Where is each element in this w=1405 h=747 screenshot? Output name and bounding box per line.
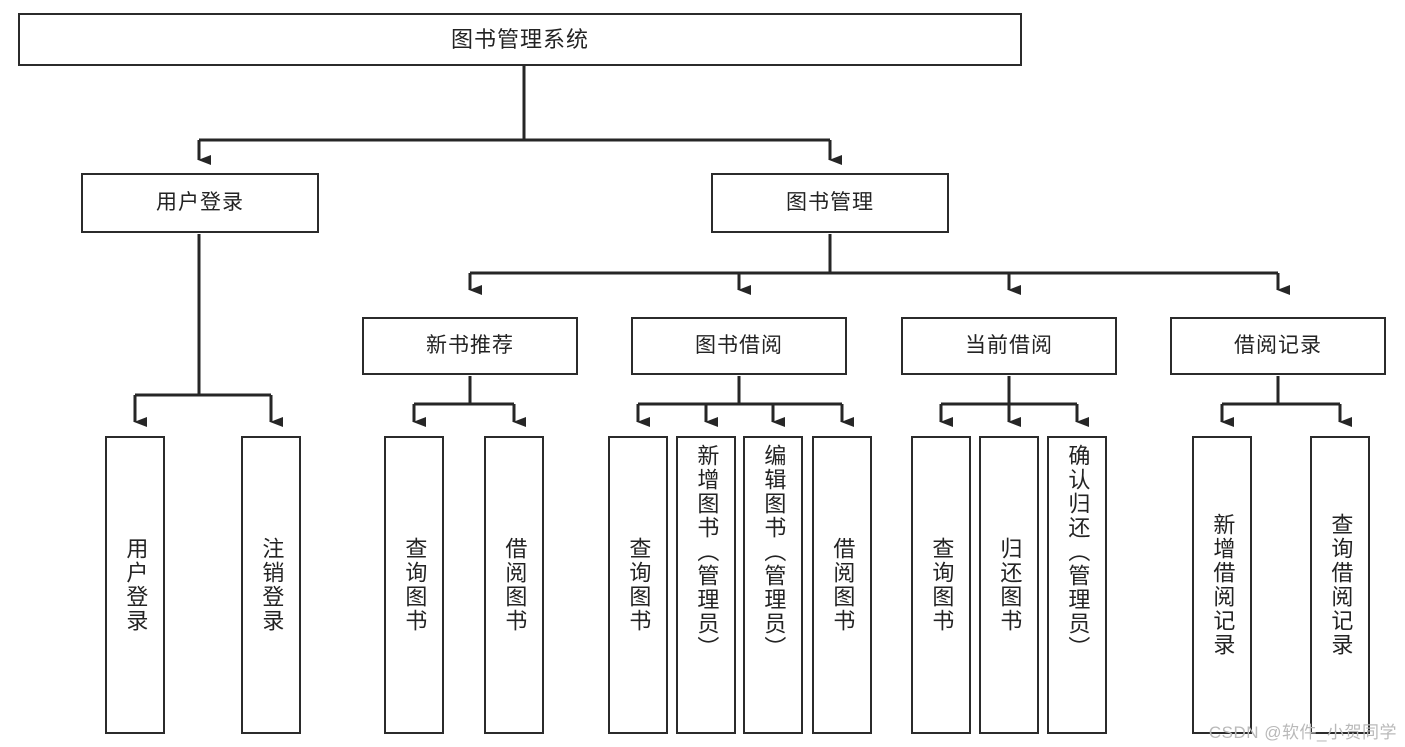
leaf-book-borrow-edit-book-admin[interactable]: 编辑图书（管理员） — [743, 436, 803, 734]
node-user-login[interactable]: 用户登录 — [81, 173, 319, 233]
node-borrow-record[interactable]: 借阅记录 — [1170, 317, 1386, 375]
node-label: 新增借阅记录 — [1210, 513, 1236, 657]
leaf-text-wrap: 查询图书 — [626, 438, 651, 732]
leaf-text-wrap: 借阅图书 — [830, 438, 855, 732]
node-label: 归还图书 — [997, 537, 1023, 633]
node-current-borrow[interactable]: 当前借阅 — [901, 317, 1117, 375]
leaf-current-borrow-confirm-return-admin[interactable]: 确认归还（管理员） — [1047, 436, 1107, 734]
leaf-borrow-record-add-record[interactable]: 新增借阅记录 — [1192, 436, 1252, 734]
node-label: 查询借阅记录 — [1328, 513, 1354, 657]
node-new-book-recommend[interactable]: 新书推荐 — [362, 317, 578, 375]
node-label: 查询图书 — [626, 537, 652, 633]
node-label: 确认归还（管理员） — [1065, 444, 1091, 660]
node-root-book-management-system[interactable]: 图书管理系统 — [18, 13, 1022, 66]
leaf-text-wrap: 注销登录 — [259, 438, 284, 732]
leaf-text-wrap: 新增借阅记录 — [1210, 438, 1235, 732]
node-label: 编辑图书（管理员） — [761, 444, 787, 660]
csdn-watermark: CSDN @软件_小贺同学 — [1208, 723, 1397, 742]
node-label: 图书借阅 — [695, 333, 783, 357]
leaf-user-login-login[interactable]: 用户登录 — [105, 436, 165, 734]
leaf-current-borrow-query-books[interactable]: 查询图书 — [911, 436, 971, 734]
node-label: 查询图书 — [402, 537, 428, 633]
node-label: 注销登录 — [259, 537, 285, 633]
node-label: 当前借阅 — [965, 333, 1053, 357]
node-label: 用户登录 — [156, 190, 244, 214]
node-label: 图书管理 — [786, 190, 874, 214]
leaf-text-wrap: 确认归还（管理员） — [1065, 438, 1090, 738]
node-label: 查询图书 — [929, 537, 955, 633]
leaf-book-borrow-query-books[interactable]: 查询图书 — [608, 436, 668, 734]
leaf-text-wrap: 查询图书 — [402, 438, 427, 732]
node-label: 借阅图书 — [502, 537, 528, 633]
node-label: 新书推荐 — [426, 333, 514, 357]
leaf-text-wrap: 查询图书 — [929, 438, 954, 732]
leaf-new-book-borrow-books[interactable]: 借阅图书 — [484, 436, 544, 734]
node-label: 新增图书（管理员） — [694, 444, 720, 660]
leaf-text-wrap: 用户登录 — [123, 438, 148, 732]
leaf-text-wrap: 新增图书（管理员） — [694, 438, 719, 738]
leaf-current-borrow-return-books[interactable]: 归还图书 — [979, 436, 1039, 734]
leaf-book-borrow-add-book-admin[interactable]: 新增图书（管理员） — [676, 436, 736, 734]
leaf-new-book-query-books[interactable]: 查询图书 — [384, 436, 444, 734]
leaf-text-wrap: 归还图书 — [997, 438, 1022, 732]
node-label: 用户登录 — [123, 537, 149, 633]
leaf-user-login-logout[interactable]: 注销登录 — [241, 436, 301, 734]
node-label: 借阅图书 — [830, 537, 856, 633]
leaf-text-wrap: 借阅图书 — [502, 438, 527, 732]
leaf-text-wrap: 编辑图书（管理员） — [761, 438, 786, 738]
node-book-borrow[interactable]: 图书借阅 — [631, 317, 847, 375]
leaf-book-borrow-borrow-books[interactable]: 借阅图书 — [812, 436, 872, 734]
node-book-management[interactable]: 图书管理 — [711, 173, 949, 233]
leaf-text-wrap: 查询借阅记录 — [1328, 438, 1353, 732]
node-label: 图书管理系统 — [450, 26, 589, 52]
leaf-borrow-record-query-record[interactable]: 查询借阅记录 — [1310, 436, 1370, 734]
node-label: 借阅记录 — [1234, 333, 1322, 357]
